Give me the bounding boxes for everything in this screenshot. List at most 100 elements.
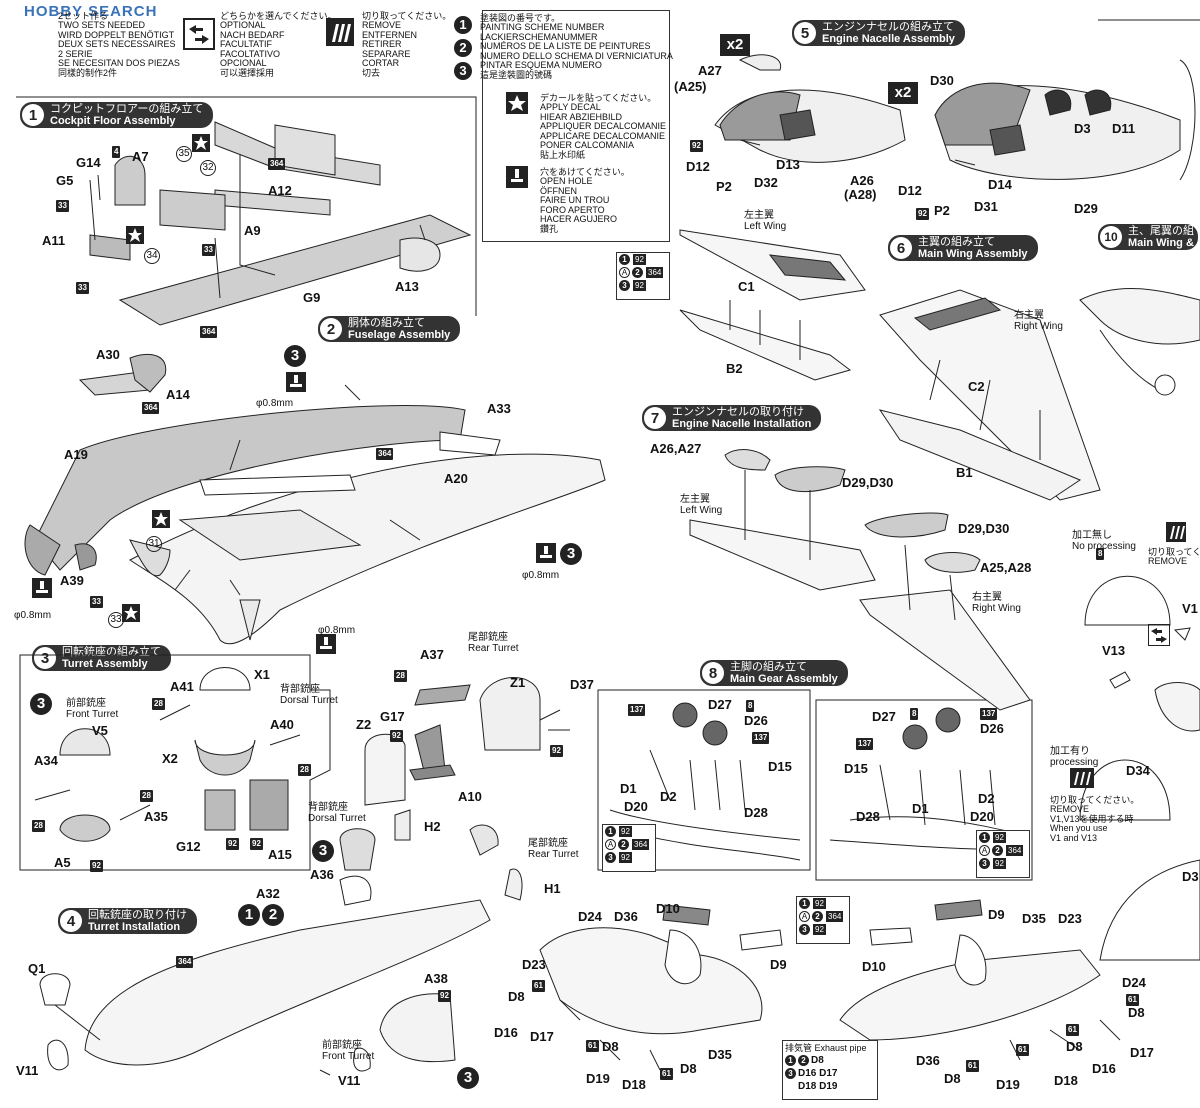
callout-number: 33 (108, 612, 124, 628)
paint-code-badge: 61 (1126, 994, 1139, 1006)
part-label: D35 (708, 1047, 732, 1062)
part-label: D19 (996, 1077, 1020, 1092)
decal-star-icon (126, 226, 144, 244)
paint-code-badge: 92 (916, 208, 929, 220)
optional-icon (1148, 624, 1170, 646)
part-label: A9 (244, 223, 261, 238)
part-label: D30 (930, 73, 954, 88)
part-label: D19 (586, 1071, 610, 1086)
part-label: D24 (1122, 975, 1146, 990)
part-label: D11 (1112, 121, 1136, 136)
part-label: H2 (424, 819, 441, 834)
part-label: D17 (1130, 1045, 1154, 1060)
step-7-jp: エンジンナセルの取り付け (672, 405, 804, 418)
callout-number: 35 (176, 146, 192, 162)
step-6-en: Main Wing Assembly (918, 248, 1028, 260)
part-label: A19 (64, 447, 88, 462)
part-label: G5 (56, 173, 74, 188)
scheme-1-icon: 1 (238, 904, 260, 926)
paint-scheme-icons: 1 2 3 (454, 16, 474, 86)
part-label: D14 (988, 177, 1012, 192)
part-label: D37 (570, 677, 594, 692)
part-label: A7 (132, 149, 149, 164)
paint-code-badge: 28 (152, 698, 165, 710)
scheme-1-icon: 1 (454, 16, 472, 34)
part-label: D13 (776, 157, 800, 172)
part-label: C2 (968, 379, 985, 394)
step-3-en: Turret Assembly (62, 658, 148, 670)
part-label: A30 (96, 347, 120, 362)
legend-paint-scheme: 塗装図の番号です。 PAINTING SCHEME NUMBER LACKIER… (480, 13, 673, 80)
part-label: D29 (1074, 201, 1098, 216)
paint-code-badge: 137 (980, 708, 998, 720)
part-label: H1 (544, 881, 561, 896)
part-label: A20 (444, 471, 468, 486)
part-label: D27 (872, 709, 896, 724)
callout-number: 34 (144, 248, 160, 264)
hole-size-label: φ0.8mm (14, 610, 52, 621)
part-label: G9 (303, 290, 321, 305)
paint-code-badge: 61 (1016, 1044, 1029, 1056)
part-label: D29,D30 (958, 521, 1010, 536)
part-label: G14 (76, 155, 101, 170)
part-label: A14 (166, 387, 190, 402)
part-label: D20 (624, 799, 648, 814)
part-label: D8 (944, 1071, 961, 1086)
step-7-en: Engine Nacelle Installation (672, 418, 812, 430)
hole-size-label: φ0.8mm (318, 625, 356, 636)
paint-code-badge: 92 (690, 140, 703, 152)
paint-code-badge: 33 (202, 244, 215, 256)
part-label: X2 (162, 751, 178, 766)
paint-code-badge: 28 (298, 764, 311, 776)
step-8-en: Main Gear Assembly (730, 673, 838, 685)
step-5-en: Engine Nacelle Assembly (822, 33, 955, 45)
part-label: A41 (170, 679, 194, 694)
decal-icon (506, 92, 528, 114)
decal-star-icon (192, 134, 210, 152)
part-label: P2 (716, 179, 732, 194)
paint-code-badge: 61 (1066, 1024, 1079, 1036)
paint-code-badge: 4 (112, 146, 121, 158)
step-1-number: 1 (22, 104, 44, 126)
part-label: D10 (656, 901, 680, 916)
hole-icon (536, 543, 556, 563)
part-label: V11 (16, 1063, 39, 1078)
paint-code-badge: 61 (586, 1040, 599, 1052)
step-1-en: Cockpit Floor Assembly (50, 115, 176, 127)
scheme-2-icon: 2 (262, 904, 284, 926)
part-label: V13 (1102, 643, 1126, 658)
paint-code-badge: 8 (1096, 548, 1105, 560)
part-label: V5 (92, 723, 108, 738)
paint-code-badge: 33 (76, 282, 89, 294)
part-label: V1 (1182, 601, 1198, 616)
part-label: G17 (380, 709, 405, 724)
part-label: D28 (856, 809, 880, 824)
step-4-number: 4 (60, 910, 82, 932)
legend-two-sets: 2セット作る TWO SETS NEEDED WIRD DOPPELT BENÖ… (58, 11, 180, 78)
paint-code-badge: 137 (752, 732, 770, 744)
two-sets-badge: x2 (720, 34, 750, 56)
part-label: D2 (660, 789, 677, 804)
part-label: D18 (622, 1077, 646, 1092)
scheme-3-icon: 3 (457, 1067, 479, 1089)
step-6-number: 6 (890, 237, 912, 259)
paint-code-badge: 33 (90, 596, 103, 608)
part-label: D23 (522, 957, 546, 972)
part-label: D2 (978, 791, 995, 806)
step-10-en: Main Wing & (1128, 237, 1194, 249)
part-label: D23 (1058, 911, 1082, 926)
hole-icon (286, 372, 306, 392)
paint-code-badge: 33 (56, 200, 69, 212)
